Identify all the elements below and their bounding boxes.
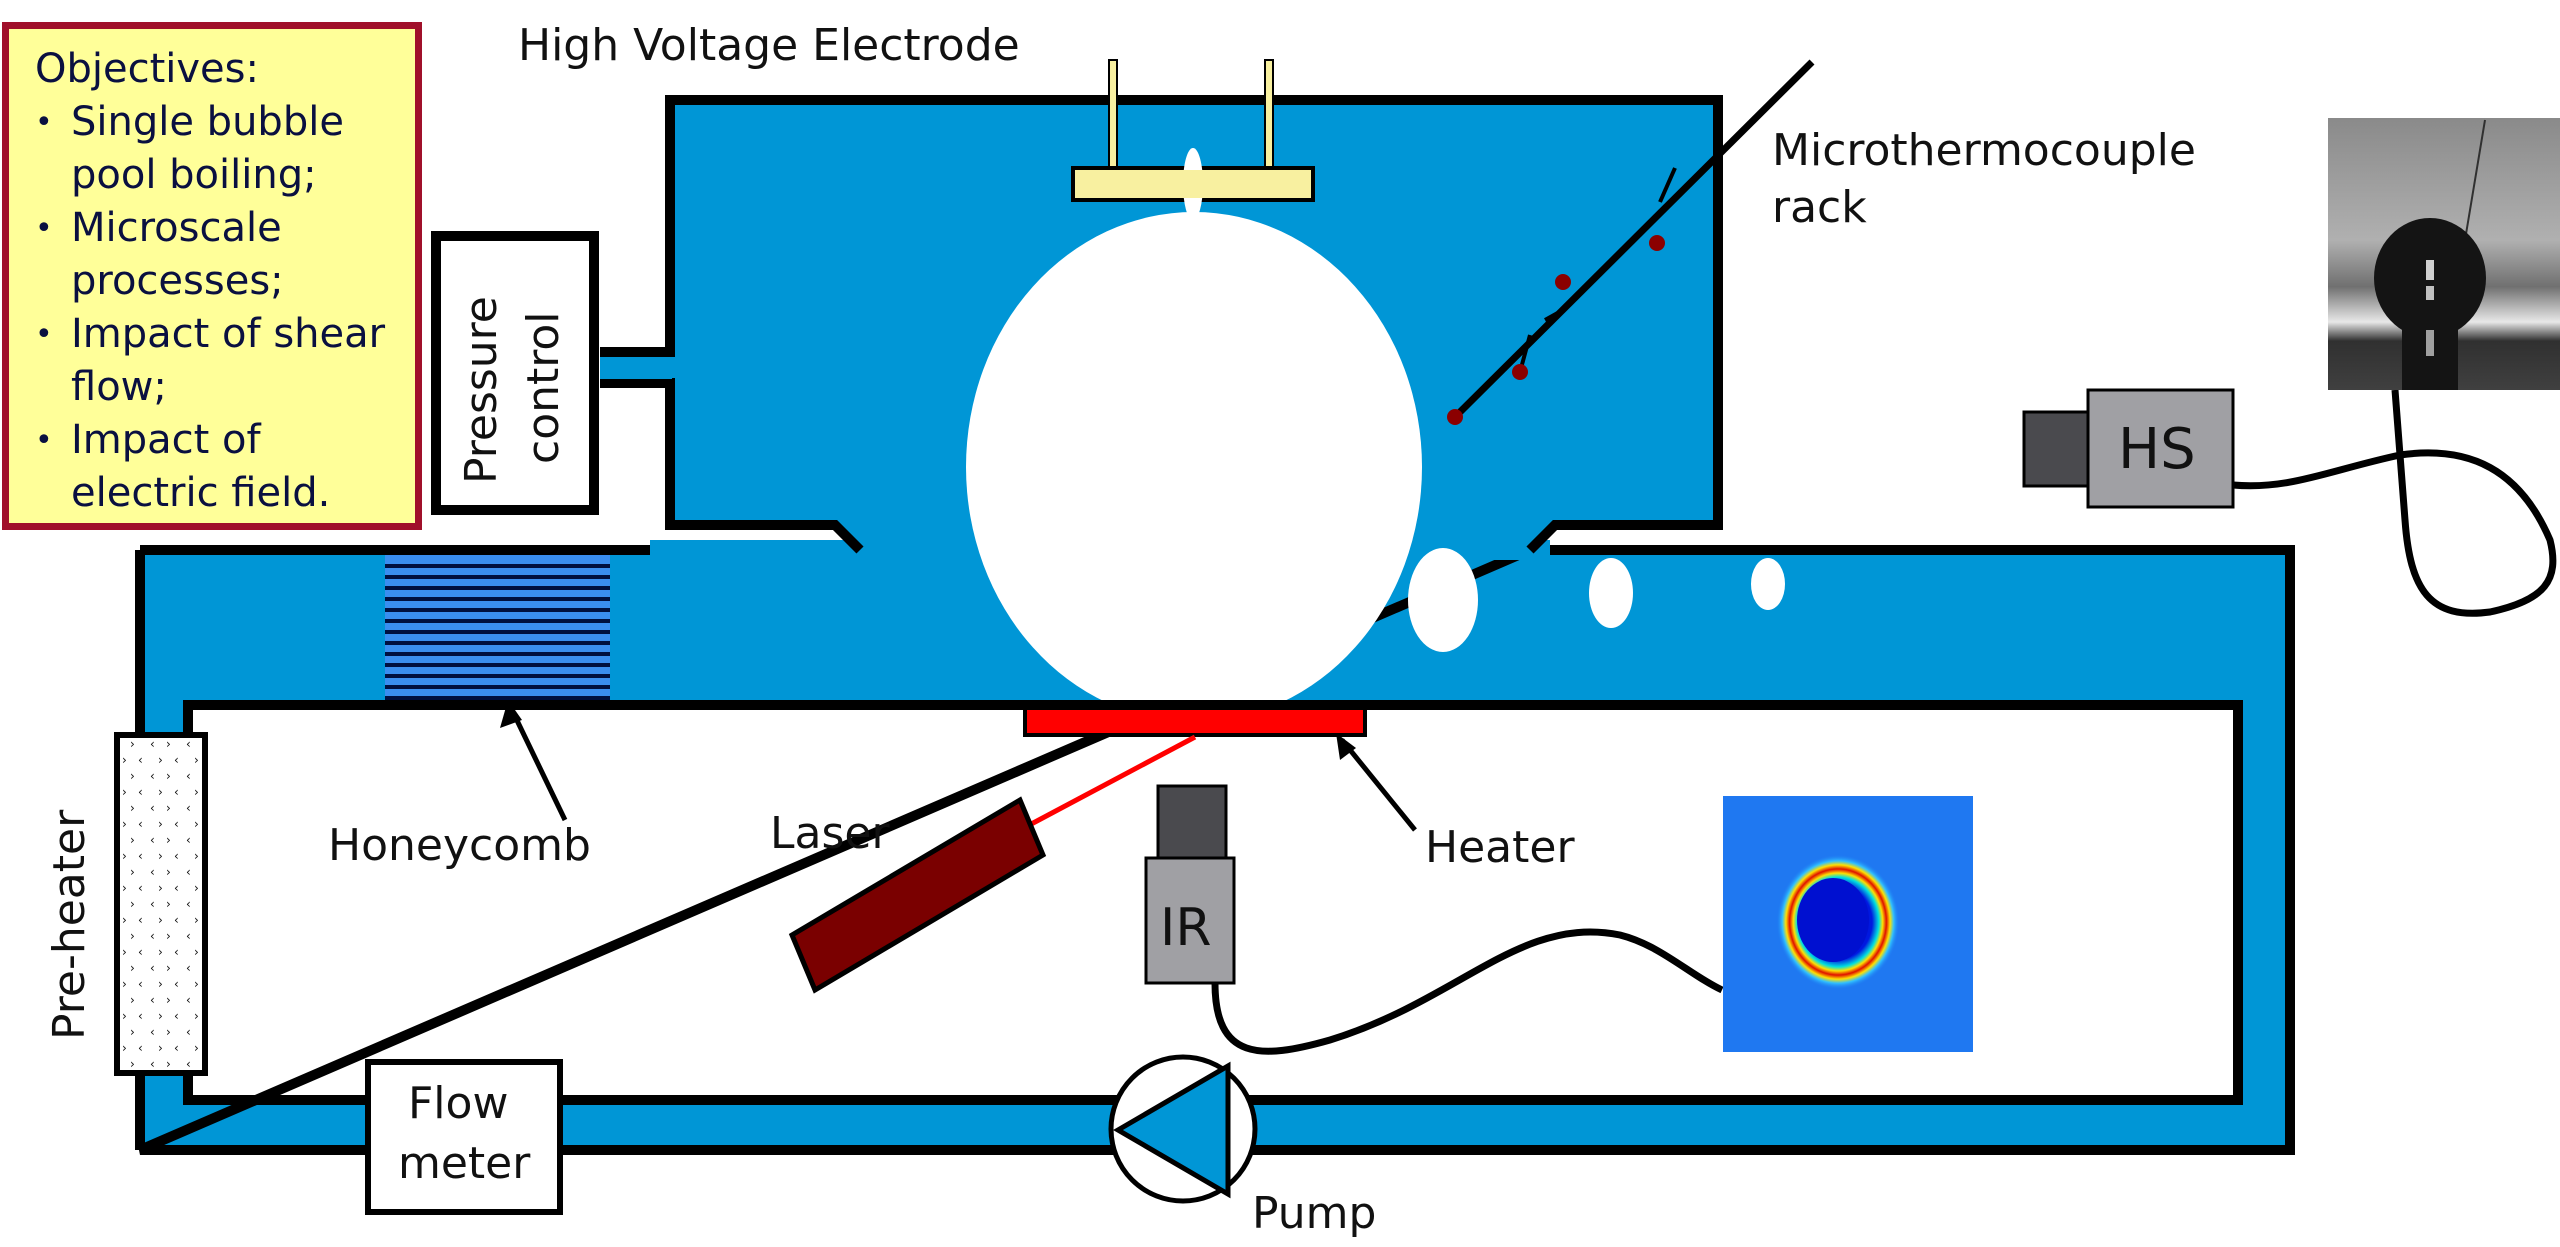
microthermocouple-label-2: rack: [1772, 182, 1867, 233]
electrode-label: High Voltage Electrode: [518, 20, 1020, 71]
flow-meter-label-1: Flow: [408, 1078, 508, 1129]
thermocouple-bead-3: [1555, 274, 1571, 290]
high-voltage-electrode: High Voltage Electrode: [518, 20, 1315, 220]
pressure-control-box: [431, 231, 599, 515]
honeycomb: Honeycomb: [328, 555, 610, 871]
laser-body: [788, 796, 1047, 994]
pressure-control-label-1: Pressure: [456, 296, 507, 484]
laser-beam: [1018, 734, 1197, 833]
heater-element: [1023, 706, 1367, 737]
main-vapor-bubble: [966, 212, 1422, 722]
objectives-list: Single bubble pool boiling; Microscale p…: [35, 96, 397, 520]
pre-heater-label: Pre-heater: [44, 809, 95, 1040]
departed-bubble-3: [1751, 558, 1785, 610]
laser: Laser: [770, 734, 1197, 994]
heater: Heater: [1023, 706, 1575, 873]
objective-item: Impact of shear flow;: [35, 308, 397, 414]
heater-arrow: [1340, 738, 1417, 832]
thermocouple-bead-1: [1447, 409, 1463, 425]
microthermocouple-rack: Microthermocouple rack: [1447, 59, 2196, 425]
pre-heater: Pre-heater: [44, 732, 208, 1076]
objective-item: Impact of electric field.: [35, 414, 397, 520]
pressure-control: Pressure control: [431, 231, 599, 515]
hs-camera-body: [2086, 388, 2235, 509]
chamber-wall: [600, 95, 1723, 554]
ir-thermal-image: [1723, 796, 1973, 1052]
ir-camera-lens: [1156, 784, 1228, 860]
hs-camera: HS: [2022, 388, 2557, 617]
laser-label: Laser: [770, 808, 890, 859]
hs-camera-cable: [2232, 389, 2557, 617]
thermocouple-bead-4: [1649, 235, 1665, 251]
heater-label: Heater: [1425, 822, 1575, 873]
objective-item: Single bubble pool boiling;: [35, 96, 397, 202]
pump-label: Pump: [1252, 1188, 1376, 1239]
ir-camera: IR: [1144, 784, 1724, 1055]
hs-bubble-photo: [2328, 118, 2560, 390]
ir-camera-cable: [1211, 928, 1724, 1055]
departed-bubble-1: [1408, 548, 1478, 652]
objectives-box: Objectives: Single bubble pool boiling; …: [2, 22, 422, 530]
pump-impeller-triangle: [1113, 1061, 1231, 1199]
flow-meter: Flow meter: [365, 1059, 563, 1215]
ir-camera-label: IR: [1160, 898, 1211, 958]
microthermocouple-label-1: Microthermocouple: [1772, 125, 2196, 176]
departed-bubble-2: [1589, 558, 1633, 628]
objectives-title: Objectives:: [35, 46, 259, 92]
flow-meter-label-2: meter: [398, 1138, 531, 1189]
honeycomb-label: Honeycomb: [328, 820, 591, 871]
pressure-control-label-2: control: [518, 311, 569, 464]
pre-heater-body: [114, 732, 208, 1076]
honeycomb-arrow: [509, 708, 568, 822]
thermocouple-bead-2: [1512, 364, 1528, 380]
flow-meter-box: [365, 1059, 563, 1215]
pump: Pump: [1108, 1054, 1376, 1239]
hs-camera-lens: [2022, 410, 2092, 488]
hs-camera-label: HS: [2118, 417, 2196, 482]
objective-item: Microscale processes;: [35, 202, 397, 308]
ir-camera-body: [1144, 856, 1236, 985]
honeycomb-arrowhead: [500, 700, 522, 728]
heater-arrowhead: [1336, 733, 1356, 760]
